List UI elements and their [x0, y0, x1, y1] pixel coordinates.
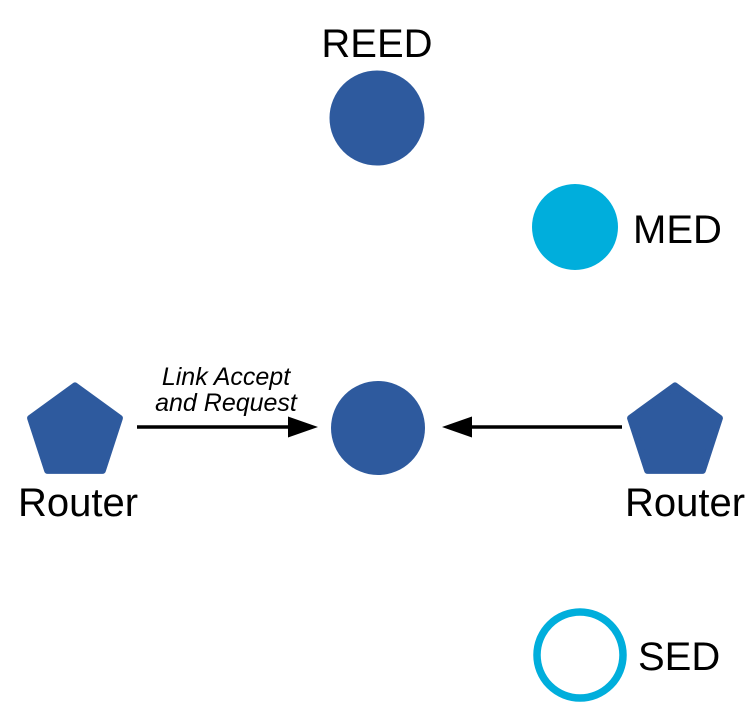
edge-left-arrowhead	[288, 416, 318, 438]
sed-node: SED	[533, 608, 720, 702]
router-left-node: Router	[18, 382, 138, 525]
router-left-pentagon	[27, 382, 123, 474]
reed-node-circle	[329, 70, 425, 166]
router-right-pentagon	[627, 382, 723, 474]
reed-node-label: REED	[321, 22, 432, 66]
router-right-label: Router	[625, 481, 745, 525]
router-left-label: Router	[18, 481, 138, 525]
edge-label-line2: and Request	[155, 389, 298, 417]
reed-node: REED	[321, 22, 433, 166]
edge-left-router-to-center: Link Accept and Request	[137, 363, 318, 438]
med-node: MED	[532, 184, 722, 270]
edge-label-line1: Link Accept	[162, 363, 291, 391]
center-node-circle	[331, 381, 425, 475]
med-node-circle	[532, 184, 618, 270]
edge-right-router-to-center	[442, 416, 622, 438]
sed-node-circle	[533, 608, 627, 702]
sed-node-label: SED	[638, 635, 720, 679]
center-node	[331, 381, 425, 475]
edge-right-arrowhead	[442, 416, 472, 438]
router-right-node: Router	[625, 382, 745, 525]
med-node-label: MED	[633, 208, 722, 252]
